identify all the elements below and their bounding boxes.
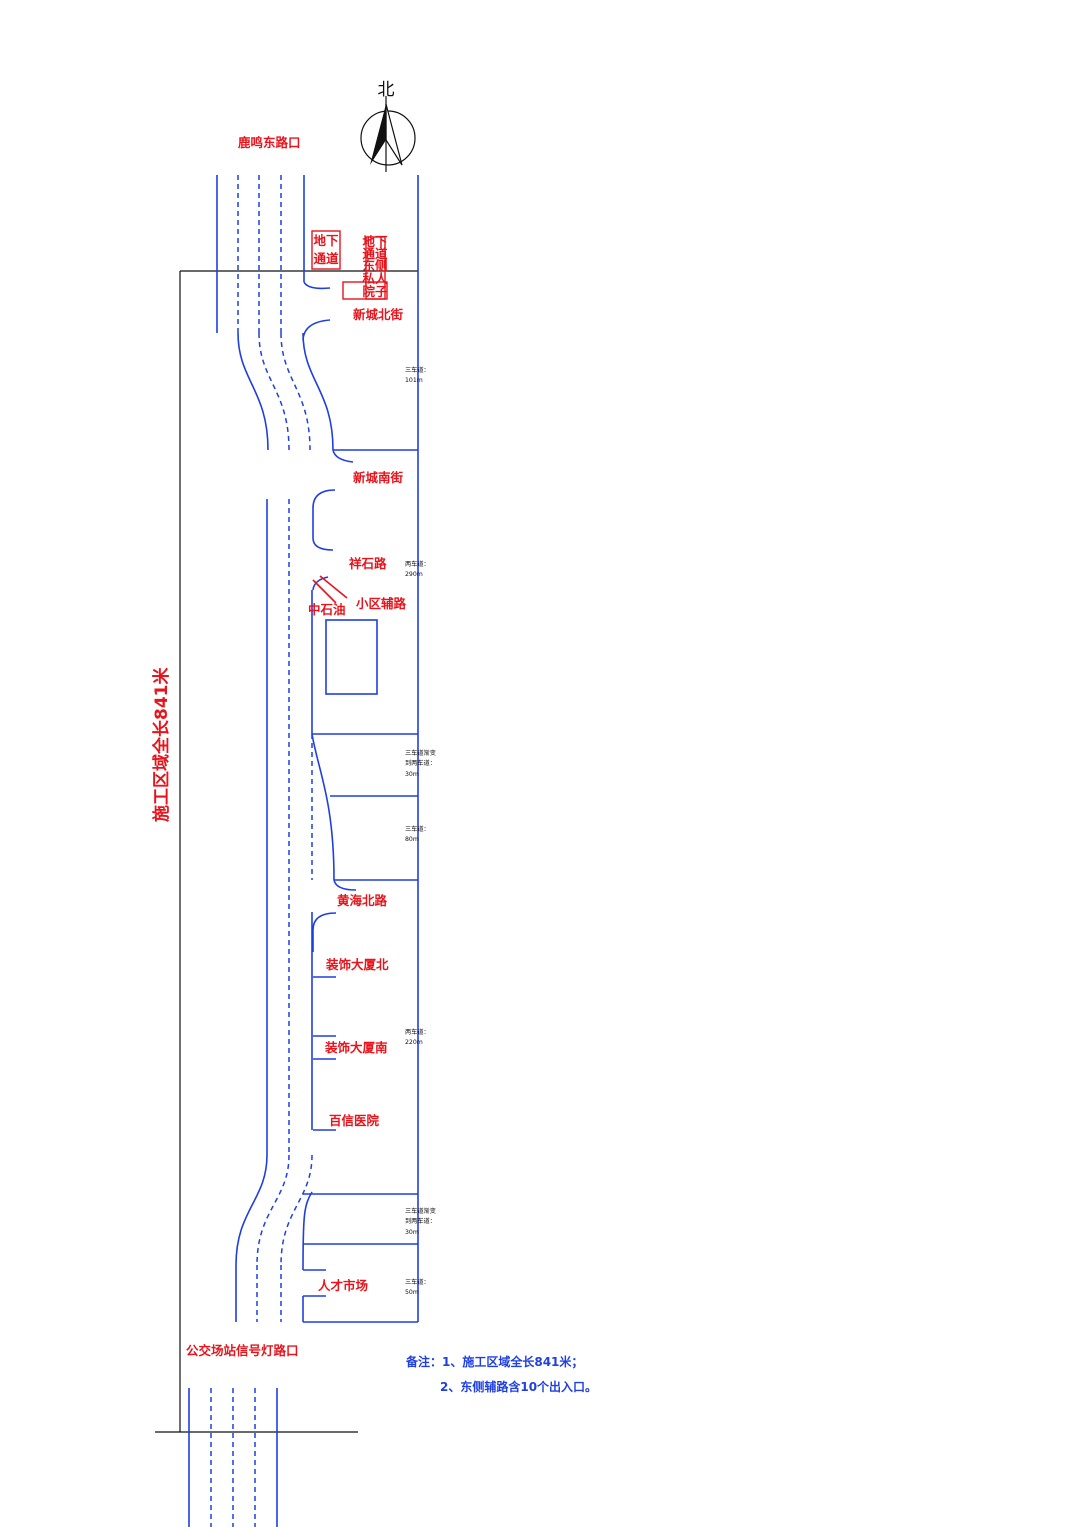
private-yard-rect [342, 281, 388, 300]
lane-note-2-l2: 290m [405, 571, 423, 578]
lane-note-2-l1: 两车道： [405, 560, 430, 568]
sinopec-ramp-line-2 [319, 575, 348, 599]
underpass-label-2: 通道 [313, 251, 339, 266]
notes-line-2: 2、东侧辅路含10个出入口。 [440, 1379, 597, 1394]
north-arrow-icon [360, 96, 416, 172]
huanghai-curb [333, 879, 357, 891]
sinopec-entrance-curb [312, 576, 329, 591]
xiangshi-entrance-curb [312, 489, 336, 551]
lane-note-3-l2: 到两车道： [405, 759, 436, 767]
xincheng-south-curb [332, 449, 354, 463]
lower-s-curve-lanes [235, 1154, 313, 1271]
south-road-lanes [235, 1265, 282, 1322]
decoration-north-curb [312, 912, 337, 952]
underpass-label-1: 地下 [313, 233, 339, 248]
sinopec-label: 中石油 [308, 602, 346, 617]
sinopec-ramp-line-1 [312, 579, 337, 604]
private-yard-label-1: 地下 [362, 234, 388, 249]
north-road-lanes [216, 175, 305, 333]
private-yard-label-2: 通道 [362, 246, 388, 261]
compass-north-label: 北 [378, 80, 395, 100]
xincheng-south-label: 新城南街 [353, 470, 404, 485]
lane-note-3-l1: 三车道渐变 [405, 749, 436, 757]
lane-note-1-l2: 101m [405, 377, 423, 384]
bottom-road-lanes [188, 1388, 278, 1527]
lane-note-3-l3: 30m [405, 771, 419, 778]
underpass-box [311, 230, 341, 270]
talent-market-label: 人才市场 [318, 1278, 368, 1293]
baixin-hospital-label: 百信医院 [329, 1113, 380, 1128]
lane-note-1-l1: 三车道： [405, 366, 430, 374]
upper-s-curve-lanes [237, 332, 334, 451]
lane-note-7-l1: 三车道： [405, 1278, 430, 1286]
lane-note-5-l2: 220m [405, 1039, 423, 1046]
north-intersection-label: 鹿鸣东路口 [238, 135, 301, 150]
lane-note-6-l3: 30m [405, 1229, 419, 1236]
private-yard-label-4: 私人 [361, 271, 388, 286]
lane-note-6-l1: 三车道渐变 [405, 1207, 436, 1215]
lane-note-7-l2: 50m [405, 1289, 419, 1296]
south-intersection-label: 公交场站信号灯路口 [186, 1343, 299, 1358]
total-length-label: 施工区域全长841米 [151, 667, 172, 822]
lane-note-4-l2: 80m [405, 836, 419, 843]
decoration-south-label: 装饰大厦南 [324, 1040, 388, 1055]
underpass-curb-north [303, 281, 331, 290]
community-aux-label: 小区辅路 [355, 596, 407, 611]
middle-road-lanes [266, 499, 335, 1155]
huanghai-north-label: 黄海北路 [337, 893, 388, 908]
underpass-curb-south [302, 319, 331, 341]
private-yard-label-3: 东侧 [362, 258, 387, 273]
lane-note-6-l2: 到两车道： [405, 1217, 436, 1225]
private-yard-label-5: 院子 [362, 284, 388, 299]
sinopec-station-block [325, 619, 378, 695]
notes-line-1: 备注：1、施工区域全长841米； [405, 1354, 583, 1369]
lane-note-4-l1: 三车道： [405, 825, 430, 833]
lane-note-5-l1: 两车道： [405, 1028, 430, 1036]
xiangshi-label: 祥石路 [349, 556, 387, 571]
xincheng-north-label: 新城北街 [353, 307, 404, 322]
decoration-north-label: 装饰大厦北 [325, 957, 389, 972]
